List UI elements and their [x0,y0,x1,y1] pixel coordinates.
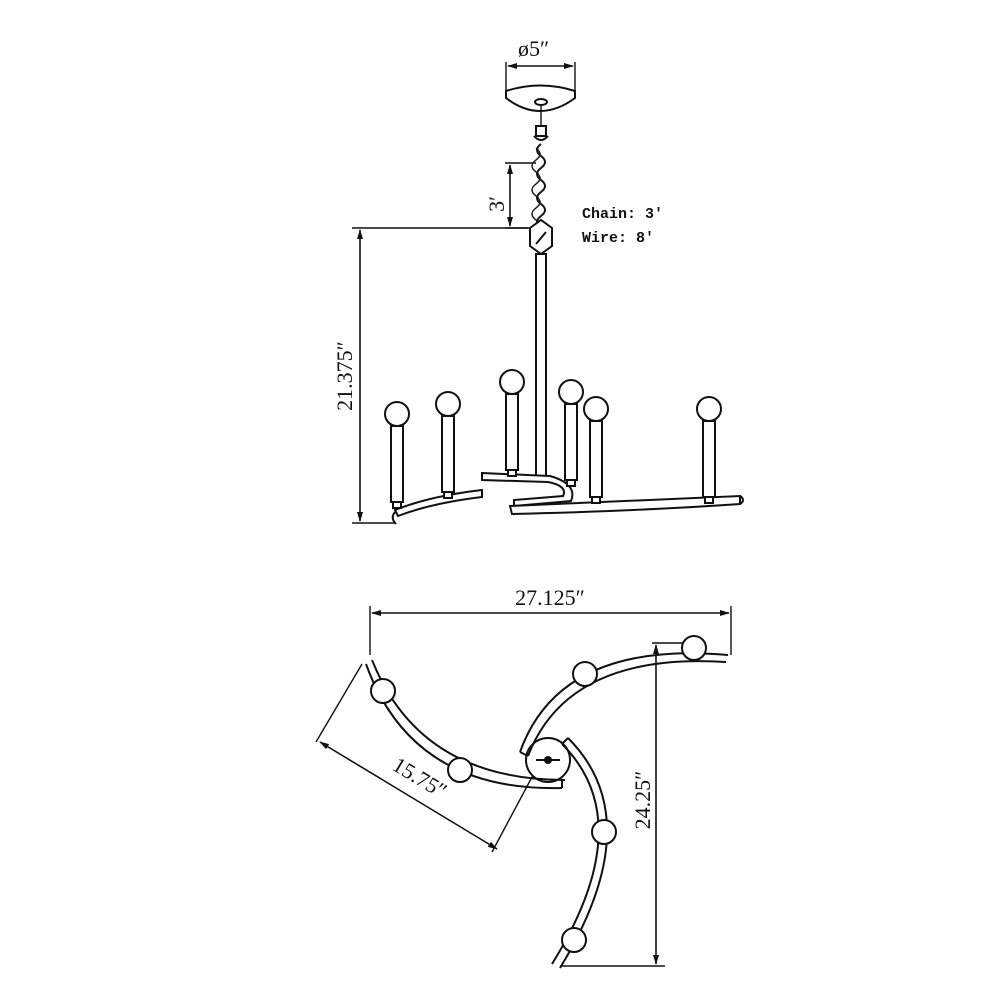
elevation-view: ø5″ 3′ Chain: 3′ Wire: 8′ [332,36,744,525]
canopy-diameter-label: ø5″ [518,36,549,61]
arm-bottom [551,737,617,969]
height-dimension: 21.375″ [332,227,528,524]
wire-note: Wire: 8′ [582,230,654,247]
candle-light [435,391,461,499]
arm-radius-dimension: 15.75″ [315,663,541,853]
chain-dimension: 3′ [484,162,536,229]
depth-label: 24.25″ [630,771,655,830]
candle-light [583,396,609,504]
width-label: 27.125″ [515,585,585,610]
chain [529,143,553,256]
height-label: 21.375″ [332,341,357,411]
center-stem [535,253,547,479]
width-dimension: 27.125″ [369,585,732,655]
canopy-dimension: ø5″ [505,36,576,90]
chain-note: Chain: 3′ [582,206,663,223]
arm-left [365,659,566,790]
arm-radius-label: 15.75″ [388,752,451,804]
candle-light [558,379,584,487]
arm-right [519,635,729,757]
canopy [505,84,576,141]
candle-light [384,401,410,509]
candle-lights [384,369,722,509]
center-hub [525,737,571,783]
candle-light [696,396,722,504]
plan-view: 27.125″ 24.25″ 15.75″ [315,585,732,969]
candle-light [499,369,525,477]
chain-drop-label: 3′ [484,196,509,212]
arms [391,471,744,525]
depth-dimension: 24.25″ [560,642,700,967]
